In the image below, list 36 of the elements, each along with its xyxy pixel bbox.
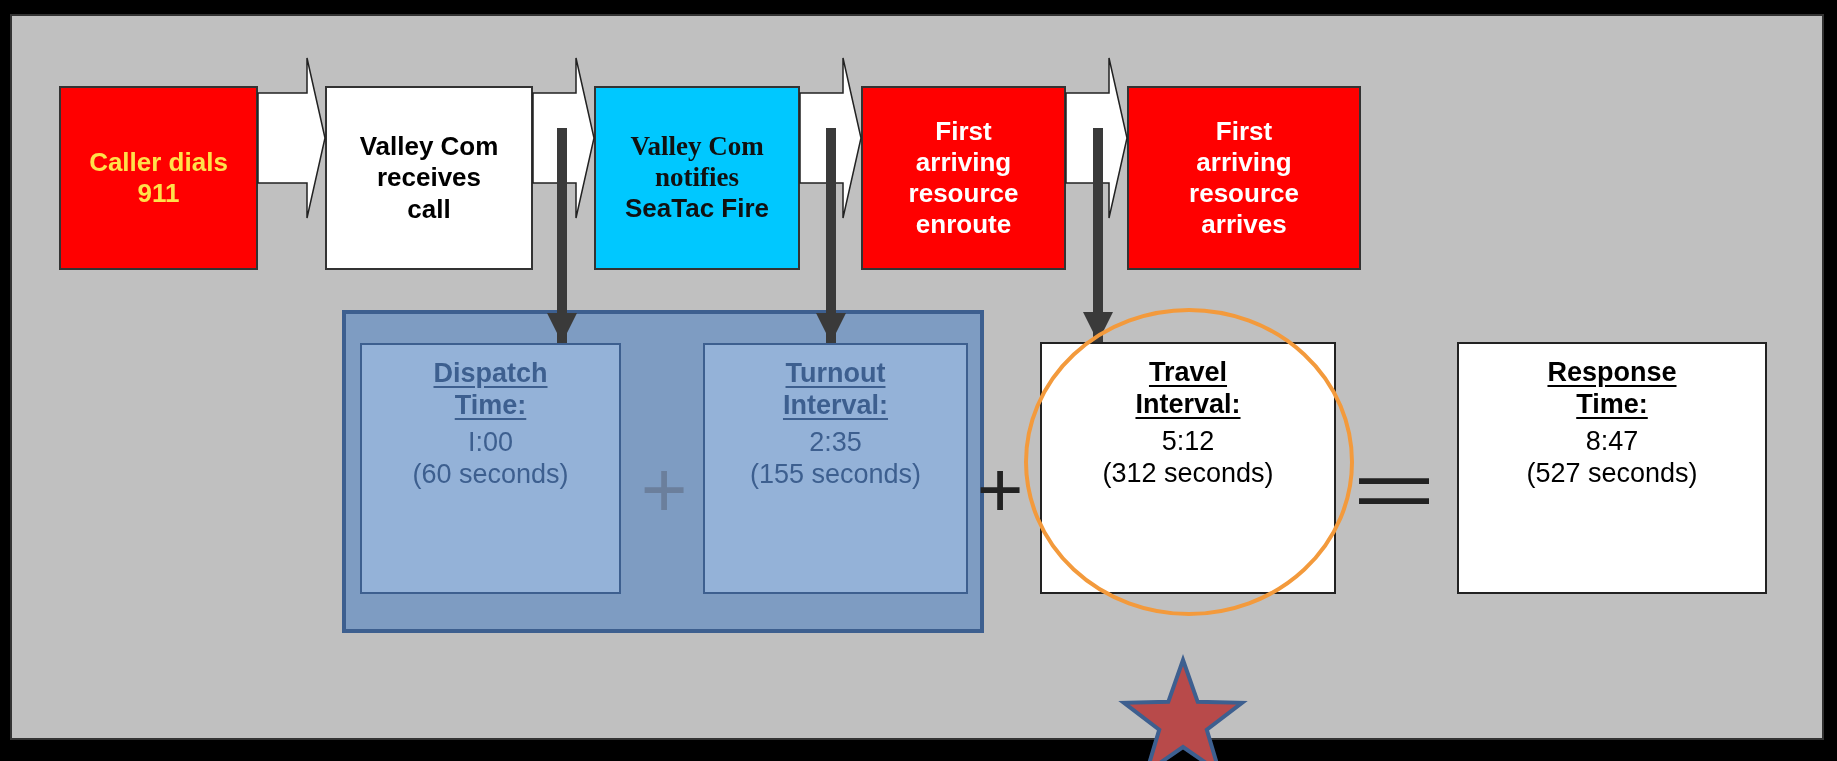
- node-text: (155 seconds): [749, 458, 922, 491]
- node-text: First arriving resource enroute: [907, 115, 1020, 241]
- node-text: 5:12: [1161, 424, 1215, 458]
- block-arrow: [1065, 57, 1128, 219]
- node-text: Caller dials 911: [88, 146, 229, 210]
- node-text: First arriving resource arrives: [1188, 115, 1300, 241]
- arrow: [1083, 128, 1113, 342]
- node-text: SeaTac Fire: [624, 193, 769, 225]
- node-text: Response Time:: [1546, 356, 1678, 421]
- node-text: (527 seconds): [1526, 457, 1698, 490]
- arrow: [547, 128, 577, 343]
- interval-box: [1040, 342, 1336, 594]
- node-text: (312 seconds): [1102, 457, 1274, 490]
- process-box: [861, 86, 1066, 270]
- interval-box: [360, 343, 621, 594]
- node-text: (60 seconds): [412, 458, 569, 491]
- interval-box: [1457, 342, 1767, 594]
- arrow: [816, 128, 846, 343]
- node-text: Turnout Interval:: [781, 357, 889, 422]
- block-arrow: [257, 57, 326, 219]
- node-text: I:00: [467, 425, 513, 459]
- operator-symbol: +: [640, 450, 688, 530]
- node-text: 2:35: [809, 425, 862, 459]
- block-arrow: [532, 57, 595, 219]
- node-text: Valley Com notifies: [629, 131, 765, 194]
- node-text: Travel Interval:: [1134, 356, 1242, 421]
- process-box: [59, 86, 258, 270]
- interval-box: [703, 343, 968, 594]
- node-text: 8:47: [1585, 424, 1639, 458]
- operator-symbol: =: [1351, 450, 1437, 530]
- node-text: Valley Com receives call: [358, 131, 500, 225]
- process-box: [325, 86, 533, 270]
- block-arrow: [799, 57, 862, 219]
- process-box: [594, 86, 800, 270]
- node-text: Dispatch Time:: [432, 357, 549, 422]
- process-box: [1127, 86, 1361, 270]
